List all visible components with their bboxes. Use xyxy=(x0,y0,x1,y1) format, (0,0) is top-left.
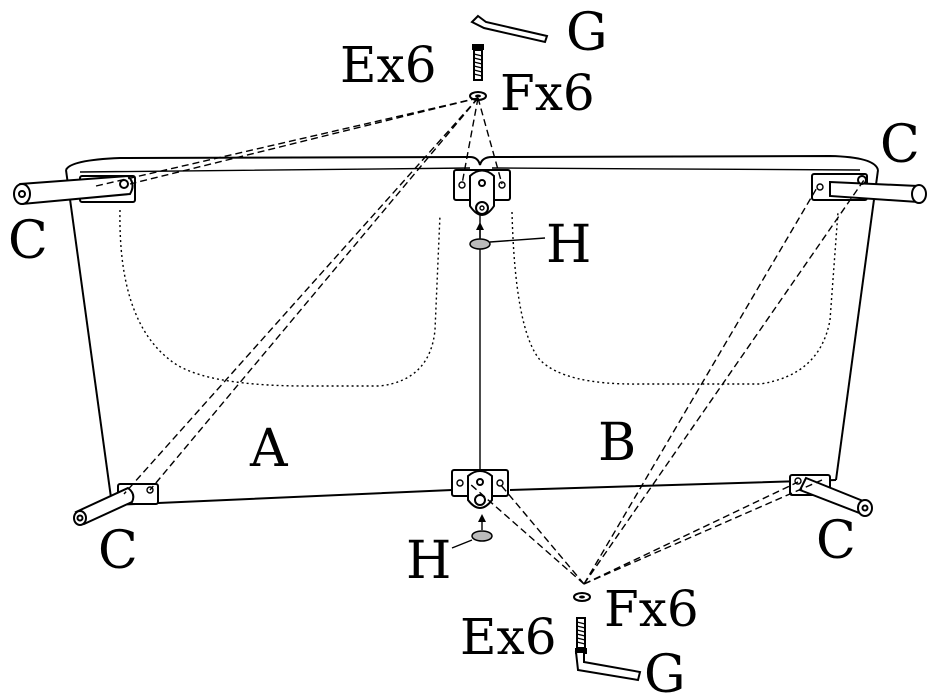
washer-h-bottom xyxy=(451,514,493,549)
allen-key-g-top xyxy=(470,14,549,44)
allen-key-g-bottom xyxy=(574,651,642,682)
frame-bottom-edge xyxy=(111,479,837,506)
washer-h-label-bottom: H xyxy=(406,531,451,591)
frame-right-edge xyxy=(835,169,879,481)
connector-bracket-top xyxy=(453,169,511,216)
guide-lines-bottom xyxy=(469,179,865,585)
key-g-label-bottom: G xyxy=(644,645,686,697)
leg-top-right xyxy=(811,173,927,204)
leg-top-left xyxy=(13,174,136,206)
sofa-frame xyxy=(65,154,879,506)
leg-c-label-bottom-left: C xyxy=(98,521,138,581)
panel-a-label: A xyxy=(249,419,289,479)
bolt-e-bottom xyxy=(575,617,587,654)
bolt-e-label-bottom: Ex6 xyxy=(460,608,557,666)
leg-c-label-top-right: C xyxy=(880,115,920,175)
leg-bottom-right xyxy=(789,474,873,517)
guide-lines-top xyxy=(95,97,503,495)
washer-f-label-top: Fx6 xyxy=(500,64,595,122)
washer-f-label-bottom: Fx6 xyxy=(604,580,699,638)
washer-h-top xyxy=(469,222,546,250)
key-g-label-top: G xyxy=(566,3,608,63)
leg-c-label-bottom-right: C xyxy=(816,511,856,571)
panel-b-label: B xyxy=(598,413,636,473)
washer-h-label-top: H xyxy=(546,215,591,275)
seat-outline-a xyxy=(119,209,441,387)
leg-bottom-left xyxy=(73,483,159,526)
frame-left-edge xyxy=(65,169,113,506)
connector-bracket-bottom xyxy=(451,469,509,509)
leg-c-label-top-left: C xyxy=(8,211,48,271)
bolt-e-label-top: Ex6 xyxy=(340,36,437,94)
bolt-e-top xyxy=(472,44,484,81)
washer-f-bottom xyxy=(573,592,591,602)
